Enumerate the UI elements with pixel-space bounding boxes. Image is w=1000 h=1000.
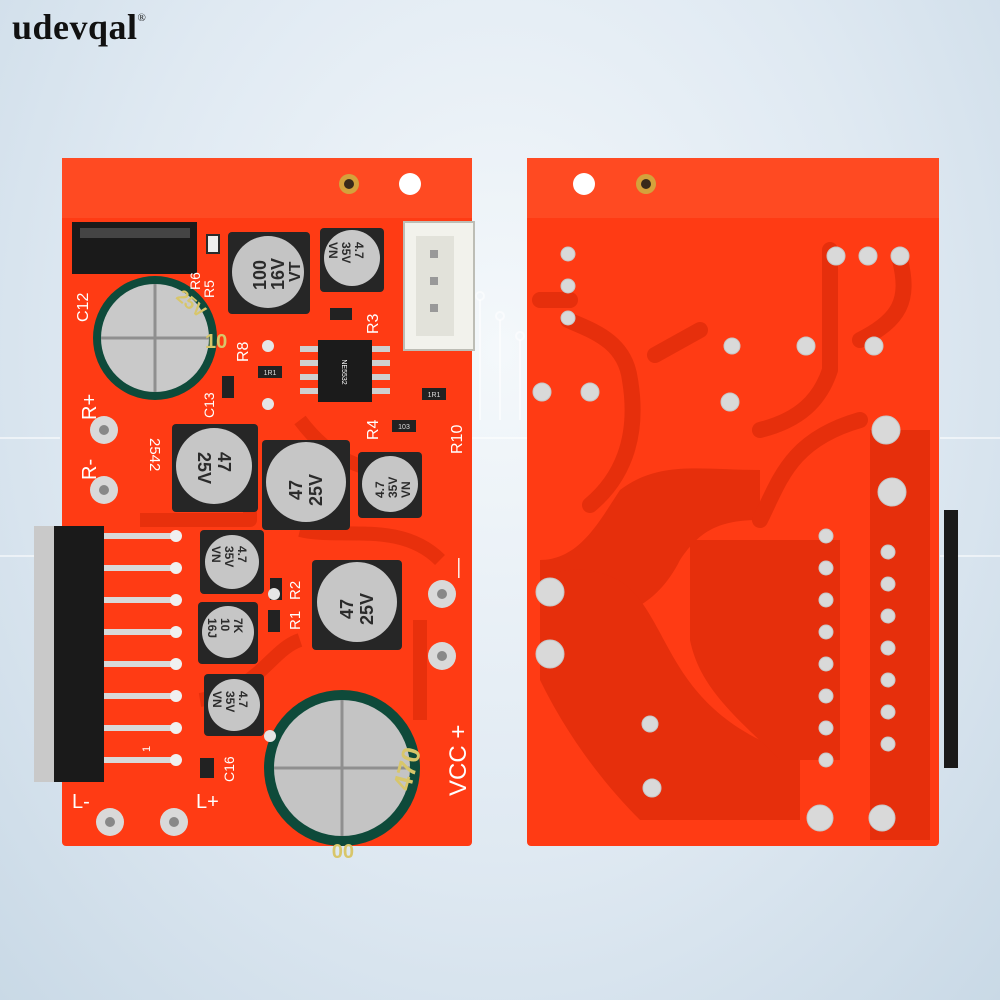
- front-mount-hole-2: [399, 173, 421, 195]
- capacitor-big-top: 10 25V: [93, 276, 227, 400]
- capacitor-4-7-right: 4.7 35V VN: [358, 452, 422, 518]
- back-mount-hole-1: [573, 173, 595, 195]
- c47a-voltage: 35V: [222, 546, 236, 567]
- back-pcb-board: [527, 158, 958, 846]
- capacitor-47-mid: 47 25V: [262, 440, 350, 530]
- back-traces: [532, 242, 912, 528]
- c47mid-value: 47: [286, 480, 306, 500]
- resistor-2: [422, 388, 446, 400]
- c47b-series: VN: [210, 691, 224, 708]
- capacitor-47-right: 47 25V: [312, 560, 402, 650]
- registered-mark: ®: [137, 12, 147, 24]
- resistor-1: [258, 366, 282, 378]
- c100-value: 100: [250, 260, 270, 290]
- resistor-1-code: 1R1: [264, 370, 277, 377]
- c100-voltage: 16V: [268, 258, 288, 290]
- c47right-value: 4.7: [373, 481, 387, 498]
- c47a-value: 4.7: [235, 546, 249, 563]
- ne5532-chip: NE5532: [300, 340, 390, 402]
- back-copper-pour: [540, 430, 930, 840]
- brand-logo: udevqal®: [12, 6, 146, 48]
- front-pcb-board: NE5532 1R1 1R1 103 10 25V: [34, 158, 475, 861]
- capacitor-100uf: 100 16V VT: [228, 232, 310, 314]
- label-vcc-minus: —: [447, 558, 469, 578]
- c10-series: 7K: [231, 618, 245, 634]
- c47left-value: 47: [214, 452, 234, 472]
- label-r-plus: R+: [79, 394, 101, 420]
- capacitor-10: 7K 10 16J: [198, 602, 258, 664]
- label-r8: R8: [235, 341, 252, 362]
- c100-series: VT: [287, 261, 304, 282]
- amplifier-pin-pads: [170, 530, 182, 766]
- c10-value: 10: [218, 618, 232, 632]
- label-code: 2542: [146, 438, 163, 471]
- resistor-3-code: 103: [398, 424, 410, 431]
- resistor-2-code: 1R1: [428, 392, 441, 399]
- back-chip-edge: [944, 510, 958, 768]
- smd-resistors: 1R1 1R1 103: [200, 234, 446, 778]
- c47b-voltage: 35V: [223, 691, 237, 712]
- label-r2: R2: [287, 581, 304, 600]
- brand-name: udevqal: [12, 7, 138, 47]
- c47left-voltage: 25V: [194, 452, 214, 484]
- capacitor-47-left: 47 25V: [172, 424, 258, 512]
- label-r-minus: R-: [79, 459, 101, 480]
- label-pin1: 1: [141, 746, 153, 752]
- cap-big-top-value: 10: [205, 331, 227, 353]
- label-r10: R10: [449, 425, 466, 454]
- label-vcc-plus: VCC +: [445, 725, 472, 796]
- c47top-voltage: 35V: [339, 242, 353, 263]
- label-c16: C16: [221, 756, 237, 782]
- label-r5: R5: [201, 280, 217, 298]
- c47b-value: 4.7: [236, 691, 250, 708]
- label-c12: C12: [75, 293, 92, 322]
- chip-label: NE5532: [340, 359, 347, 384]
- capacitor-4-7-b: 4.7 35V VN: [204, 674, 264, 736]
- capacitor-4-7-top: 4.7 35V VN: [320, 228, 384, 292]
- c47top-value: 4.7: [352, 242, 366, 259]
- label-c13: C13: [201, 392, 217, 418]
- c47r-value: 47: [337, 599, 357, 619]
- back-board-top-strip: [527, 158, 939, 218]
- cap-big-bottom-extra: 00: [332, 839, 354, 861]
- label-r4: R4: [365, 419, 382, 440]
- label-r3: R3: [365, 313, 382, 334]
- c10-voltage: 16J: [205, 618, 219, 638]
- label-r6: R6: [187, 272, 203, 290]
- capacitor-4-7-a: 4.7 35V VN: [200, 530, 264, 594]
- front-solder-pads: [90, 340, 456, 836]
- resistor-3: [392, 420, 416, 432]
- back-solder-pads: [532, 246, 910, 832]
- c47top-series: VN: [326, 242, 340, 259]
- capacitor-big-bottom: 470 00: [264, 690, 427, 861]
- c47right-series: VN: [399, 481, 413, 498]
- c47right-voltage: 35V: [386, 477, 400, 498]
- c47mid-voltage: 25V: [306, 474, 326, 506]
- amplifier-chip: [34, 526, 182, 782]
- amplifier-pins: [104, 533, 180, 763]
- label-l-minus: L-: [72, 791, 90, 813]
- label-l-plus: L+: [196, 791, 219, 813]
- front-silkscreen: C12 R6 R5 R8 R3 R4 R10 C13 2542 R+ R- R2…: [72, 272, 472, 813]
- label-r1: R1: [287, 611, 304, 630]
- c47a-series: VN: [209, 546, 223, 563]
- c47r-voltage: 25V: [357, 593, 377, 625]
